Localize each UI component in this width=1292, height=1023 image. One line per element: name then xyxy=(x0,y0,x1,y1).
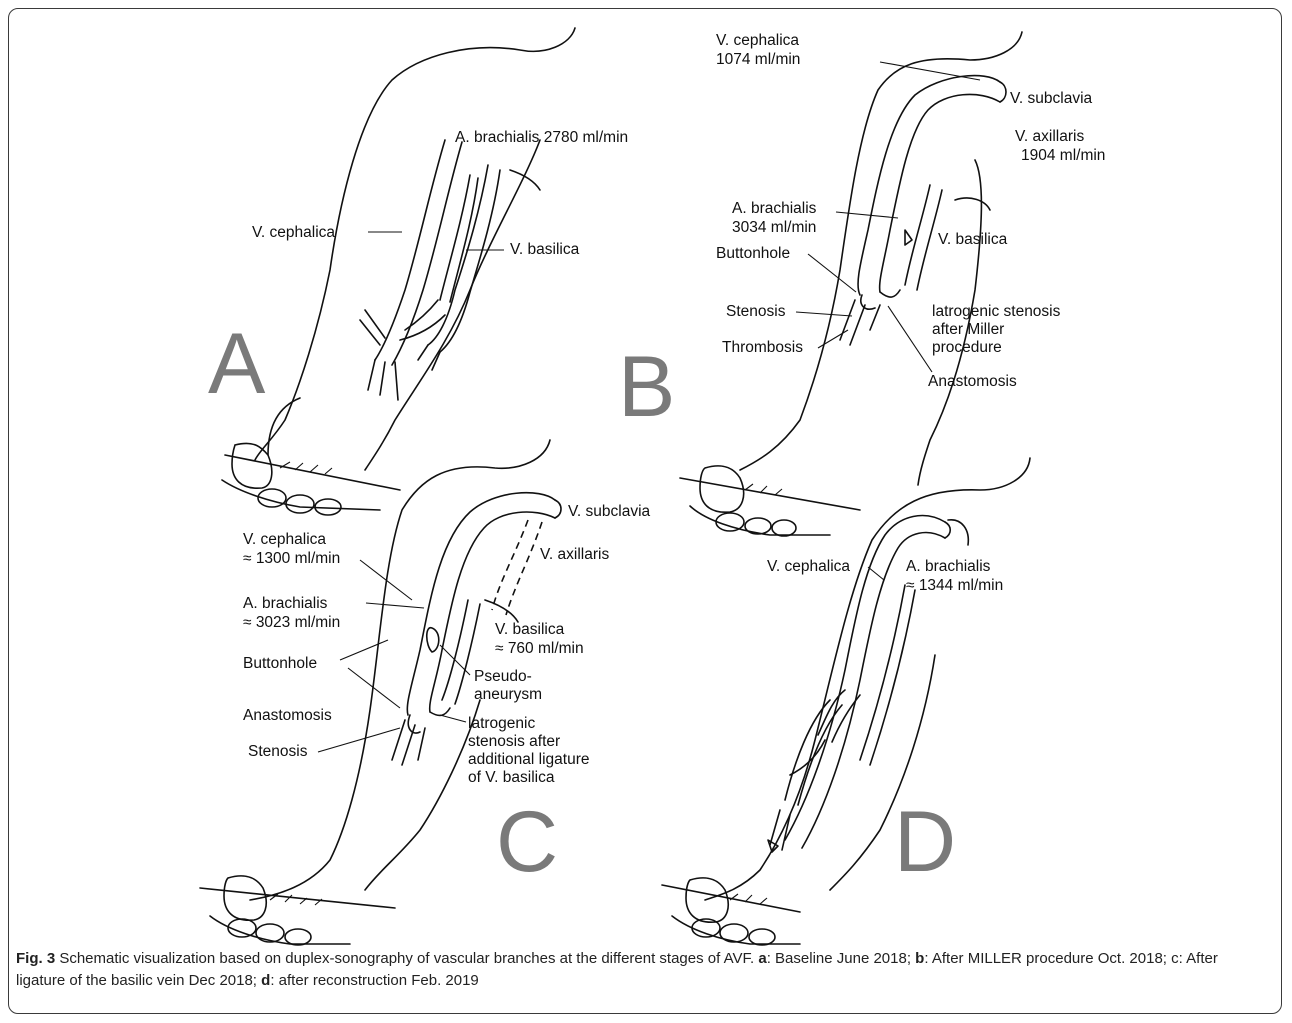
panel-d-letter: D xyxy=(894,794,956,890)
panel-d-label-a-brachialis-flow: ≈ 1344 ml/min xyxy=(906,577,1003,594)
panel-d-label-v-cephalica: V. cephalica xyxy=(767,558,850,575)
panel-b-label-anastomosis: Anastomosis xyxy=(928,373,1017,390)
panel-b-label-v-basilica: V. basilica xyxy=(938,231,1008,248)
panel-a: A. brachialis 2780 ml/min V. cephalica V… xyxy=(208,28,628,515)
caption-key-b: b xyxy=(915,950,924,967)
panel-c-label-iatrogenic-1: latrogenic xyxy=(468,715,535,732)
panel-b-label-v-axillaris: V. axillaris xyxy=(1015,128,1084,145)
caption-fig-label: Fig. 3 xyxy=(16,950,55,967)
panel-b-letter: B xyxy=(618,339,675,435)
caption-text-4: : after reconstruction Feb. 2019 xyxy=(270,972,478,989)
panel-c-label-v-subclavia: V. subclavia xyxy=(568,503,651,520)
panel-c-leader-buttonhole-1 xyxy=(340,640,388,660)
panel-c-label-v-basilica: V. basilica xyxy=(495,621,565,638)
panel-c: V. subclavia V. cephalica ≈ 1300 ml/min … xyxy=(200,440,651,945)
panel-a-arm-drawing xyxy=(222,28,575,515)
panel-c-label-a-brachialis-flow: ≈ 3023 ml/min xyxy=(243,614,340,631)
panel-b-leader-buttonhole xyxy=(808,254,856,292)
panel-b-label-a-brachialis-flow: 3034 ml/min xyxy=(732,219,816,236)
figure-caption: Fig. 3 Schematic visualization based on … xyxy=(16,948,1266,992)
panel-c-leader-v-cephalica xyxy=(360,560,412,600)
panel-b-label-v-cephalica-flow: 1074 ml/min xyxy=(716,51,800,68)
panel-a-letter: A xyxy=(208,316,266,412)
panel-b-arm-drawing xyxy=(680,32,1022,536)
panel-b-label-thrombosis: Thrombosis xyxy=(722,339,803,356)
panel-a-label-v-basilica: V. basilica xyxy=(510,241,580,258)
panel-b-label-v-subclavia: V. subclavia xyxy=(1010,90,1093,107)
caption-key-a: a xyxy=(758,950,766,967)
panel-b-label-a-brachialis: A. brachialis xyxy=(732,200,817,217)
panel-c-label-anastomosis: Anastomosis xyxy=(243,707,332,724)
panel-b-label-v-cephalica: V. cephalica xyxy=(716,32,799,49)
panel-a-label-v-cephalica: V. cephalica xyxy=(252,224,335,241)
panel-c-label-iatrogenic-3: additional ligature xyxy=(468,751,590,768)
panel-b-leader-stenosis xyxy=(796,312,852,316)
panel-c-label-pseudo-1: Pseudo- xyxy=(474,668,532,685)
panel-c-leader-pseudoaneurysm xyxy=(440,645,470,675)
panel-c-label-v-cephalica: V. cephalica xyxy=(243,531,326,548)
caption-text-2: : Baseline June 2018; xyxy=(767,950,915,967)
panel-c-leader-stenosis xyxy=(318,728,400,752)
panel-d-leader-v-cephalica xyxy=(868,567,884,580)
panel-b-leader-thrombosis xyxy=(818,330,848,348)
panel-b-label-iatrogenic-2: after Miller xyxy=(932,321,1004,338)
panel-c-label-iatrogenic-2: stenosis after xyxy=(468,733,560,750)
panel-b-label-iatrogenic-1: latrogenic stenosis xyxy=(932,303,1061,320)
panel-b-label-buttonhole: Buttonhole xyxy=(716,245,790,262)
panel-c-leader-a-brachialis xyxy=(366,603,424,608)
panel-c-label-stenosis: Stenosis xyxy=(248,743,308,760)
panel-c-label-v-basilica-flow: ≈ 760 ml/min xyxy=(495,640,584,657)
panel-c-letter: C xyxy=(496,794,558,890)
panel-c-label-a-brachialis: A. brachialis xyxy=(243,595,328,612)
panel-b-leader-anastomosis xyxy=(888,306,932,372)
panel-d: V. cephalica A. brachialis ≈ 1344 ml/min… xyxy=(662,458,1030,945)
panel-b-label-stenosis: Stenosis xyxy=(726,303,786,320)
panel-b-leader-a-brachialis xyxy=(836,212,898,218)
panel-c-label-buttonhole: Buttonhole xyxy=(243,655,317,672)
panel-a-label-a-brachialis: A. brachialis 2780 ml/min xyxy=(455,129,628,146)
panel-b-label-iatrogenic-3: procedure xyxy=(932,339,1002,356)
caption-key-d: d xyxy=(261,972,270,989)
panel-c-leader-iatrogenic xyxy=(440,715,466,722)
panel-c-label-iatrogenic-4: of V. basilica xyxy=(468,769,555,786)
panel-c-label-v-cephalica-flow: ≈ 1300 ml/min xyxy=(243,550,340,567)
panel-c-label-v-axillaris: V. axillaris xyxy=(540,546,609,563)
panel-b: V. cephalica 1074 ml/min V. subclavia V.… xyxy=(618,32,1105,536)
caption-text-1: Schematic visualization based on duplex-… xyxy=(55,950,758,967)
panel-d-label-a-brachialis: A. brachialis xyxy=(906,558,991,575)
panel-b-label-v-axillaris-flow: 1904 ml/min xyxy=(1021,147,1105,164)
panel-c-label-pseudo-2: aneurysm xyxy=(474,686,542,703)
panel-d-arm-drawing xyxy=(662,458,1030,945)
